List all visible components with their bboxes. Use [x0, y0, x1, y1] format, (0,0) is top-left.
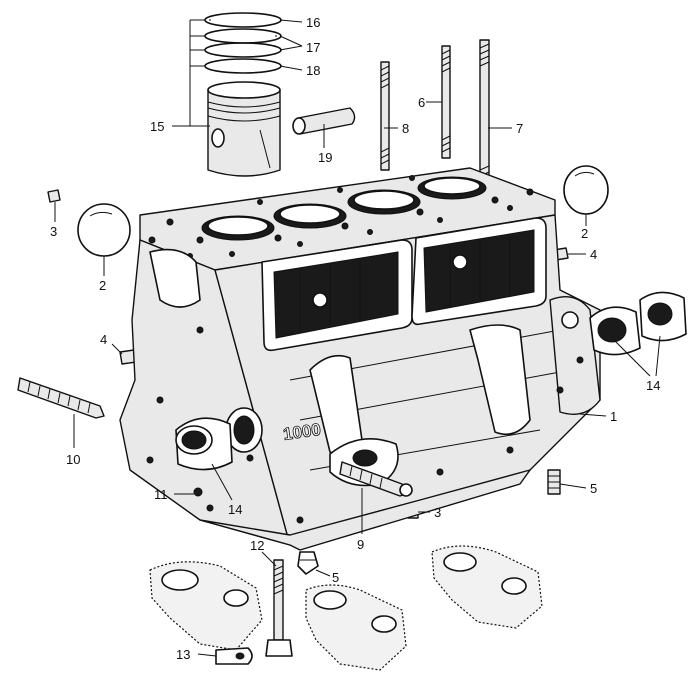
callout-18: 18 — [306, 63, 320, 78]
callout-2-right: 2 — [581, 226, 588, 241]
callout-5-right: 5 — [590, 481, 597, 496]
callout-14-left: 14 — [228, 502, 242, 517]
callout-14-right: 14 — [646, 378, 660, 393]
cylinder-head-studs — [380, 39, 490, 191]
callout-9: 9 — [357, 537, 364, 552]
callout-4-right: 4 — [590, 247, 597, 262]
callout-7: 7 — [516, 121, 523, 136]
callout-17: 17 — [306, 40, 320, 55]
callout-3-top: 3 — [50, 224, 57, 239]
callout-2-left: 2 — [99, 278, 106, 293]
piston — [207, 81, 281, 177]
long-stud — [17, 377, 105, 419]
bearing-nut — [297, 551, 319, 575]
cap-bolt — [265, 559, 293, 657]
callout-12: 12 — [250, 538, 264, 553]
callout-1: 1 — [610, 409, 617, 424]
camshaft-bearing-front — [175, 417, 233, 471]
main-bearing-shells — [589, 291, 687, 356]
callout-3-bottom: 3 — [434, 505, 441, 520]
callouts: 16 17 18 15 19 6 8 7 3 2 2 4 4 14 1 10 1… — [50, 15, 660, 662]
callout-8: 8 — [402, 121, 409, 136]
callout-13: 13 — [176, 647, 190, 662]
callout-19: 19 — [318, 150, 332, 165]
main-bearing-caps — [149, 545, 543, 671]
tab-washer — [215, 647, 253, 665]
leader-lines — [54, 19, 661, 657]
callout-16: 16 — [306, 15, 320, 30]
callout-11: 11 — [154, 487, 168, 502]
piston-rings — [204, 12, 282, 74]
small-plug-11 — [193, 487, 203, 497]
cylinder-block — [119, 167, 601, 551]
callout-6: 6 — [418, 95, 425, 110]
core-plugs — [77, 165, 609, 257]
gudgeon-pin — [292, 107, 356, 135]
callout-4-left: 4 — [100, 332, 107, 347]
flange-and-stud — [329, 438, 413, 497]
callout-5-bottom: 5 — [332, 570, 339, 585]
callout-10: 10 — [66, 452, 80, 467]
callout-15: 15 — [150, 119, 164, 134]
